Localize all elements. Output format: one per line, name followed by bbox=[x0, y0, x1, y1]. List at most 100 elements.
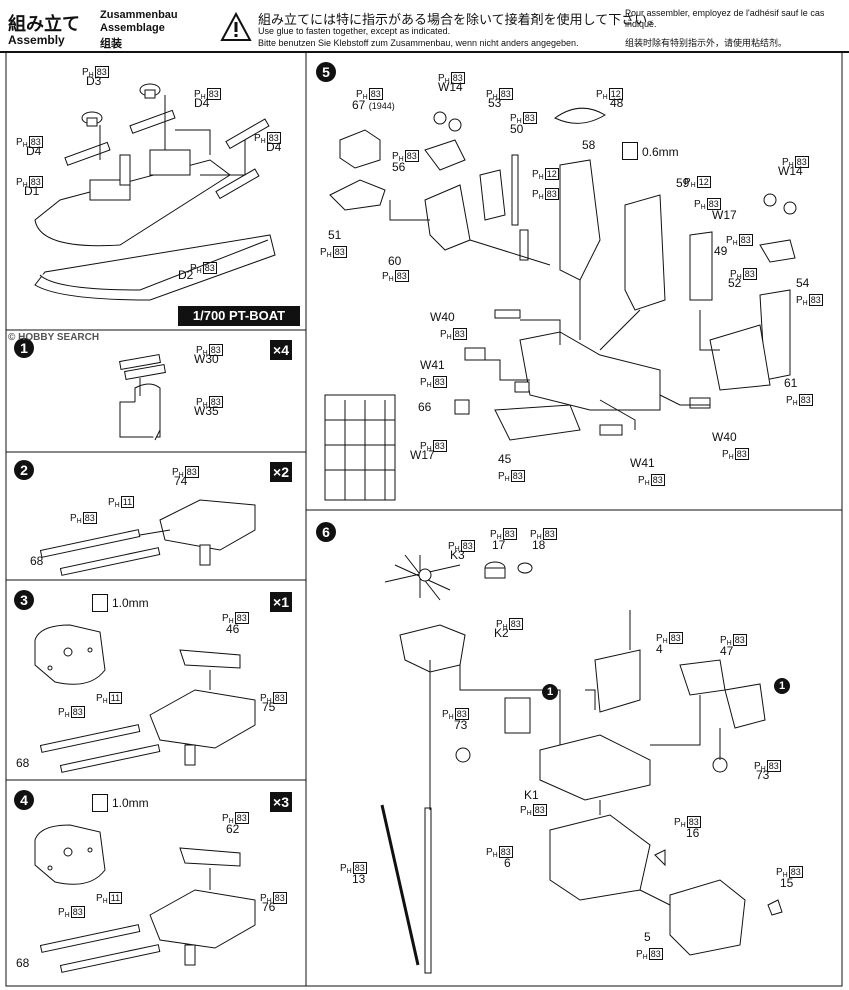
title-fr: Assemblage bbox=[100, 22, 165, 34]
warning-icon bbox=[220, 11, 252, 41]
drill-icon bbox=[92, 794, 108, 812]
step1-turret-drawing bbox=[119, 354, 166, 441]
drill-size: 0.6mm bbox=[642, 145, 679, 159]
title-de: Zusammenbau bbox=[100, 9, 178, 21]
part-label-d2: D2 bbox=[178, 268, 194, 282]
step1-multiplier: ×4 bbox=[270, 340, 292, 360]
part-label-4: 4 bbox=[656, 642, 663, 656]
watermark: © HOBBY SEARCH bbox=[8, 332, 100, 343]
part-label-61: 61 bbox=[784, 376, 798, 390]
step6-number: 6 bbox=[316, 522, 336, 542]
step4-multiplier: ×3 bbox=[270, 792, 292, 812]
step5-number: 5 bbox=[316, 62, 336, 82]
step4-number: 4 bbox=[14, 790, 34, 810]
step4-frame bbox=[5, 779, 307, 987]
step2-turret-drawing bbox=[39, 499, 256, 576]
part-label-56: 56 bbox=[392, 160, 406, 174]
part-label-52: 52 bbox=[728, 276, 742, 290]
part-label-59: 59 bbox=[676, 176, 690, 190]
part-label-5: 5 bbox=[644, 930, 651, 944]
part-label-60: 60 bbox=[388, 254, 402, 268]
part-label-49: 49 bbox=[714, 244, 728, 258]
step2-frame bbox=[5, 451, 307, 581]
part-label-67: 67 (1944) bbox=[352, 98, 395, 112]
part-label-k1: K1 bbox=[524, 788, 539, 802]
step3-turret-drawing bbox=[34, 624, 256, 773]
part-label-w40: W40 bbox=[430, 310, 455, 324]
part-label-w30: W30 bbox=[194, 352, 219, 366]
step3-multiplier: ×1 bbox=[270, 592, 292, 612]
title-en: Assembly bbox=[8, 33, 65, 47]
part-label-73: 73 bbox=[756, 768, 770, 782]
part-label-47: 47 bbox=[720, 644, 734, 658]
step5-parts-drawing bbox=[433, 111, 797, 436]
part-label-w41: W41 bbox=[420, 358, 445, 372]
part-label-68: 68 bbox=[16, 756, 30, 770]
notice-de: Bitte benutzen Sie Klebstoff zum Zusamme… bbox=[258, 38, 579, 48]
part-label-w14: W14 bbox=[778, 164, 803, 178]
step-ref-1: 1 bbox=[542, 684, 558, 700]
title-jp: 組み立て bbox=[8, 14, 80, 34]
part-label-50: 50 bbox=[510, 122, 524, 136]
part-label-73: 73 bbox=[454, 718, 468, 732]
part-label-w41: W41 bbox=[630, 456, 655, 470]
title-cn: 组装 bbox=[100, 38, 122, 50]
step4-turret-drawing bbox=[34, 824, 256, 973]
step2-number: 2 bbox=[14, 460, 34, 480]
pt-boat-small-parts-drawing bbox=[64, 83, 270, 200]
drill-size: 1.0mm bbox=[112, 596, 149, 610]
notice-fr: Pour assembler, employez de l'adhésif sa… bbox=[625, 8, 825, 29]
part-label-k3: K3 bbox=[450, 548, 465, 562]
pt-boat-title: 1/700 PT-BOAT bbox=[178, 306, 300, 326]
notice-jp: 組み立てには特に指示がある場合を除いて接着剤を使用して下さい。 bbox=[258, 12, 661, 27]
drill-size: 1.0mm bbox=[112, 796, 149, 810]
part-label-66: 66 bbox=[418, 400, 432, 414]
step1-number: 1 bbox=[14, 338, 34, 358]
part-label-d4: D4 bbox=[194, 96, 210, 110]
part-label-53: 53 bbox=[488, 96, 502, 110]
part-label-17: 17 bbox=[492, 538, 506, 552]
step2-multiplier: ×2 bbox=[270, 462, 292, 482]
part-label-74: 74 bbox=[174, 474, 188, 488]
pt-boat-hull-drawing bbox=[34, 149, 276, 301]
part-label-45: 45 bbox=[498, 452, 512, 466]
step6-frame bbox=[305, 509, 843, 987]
